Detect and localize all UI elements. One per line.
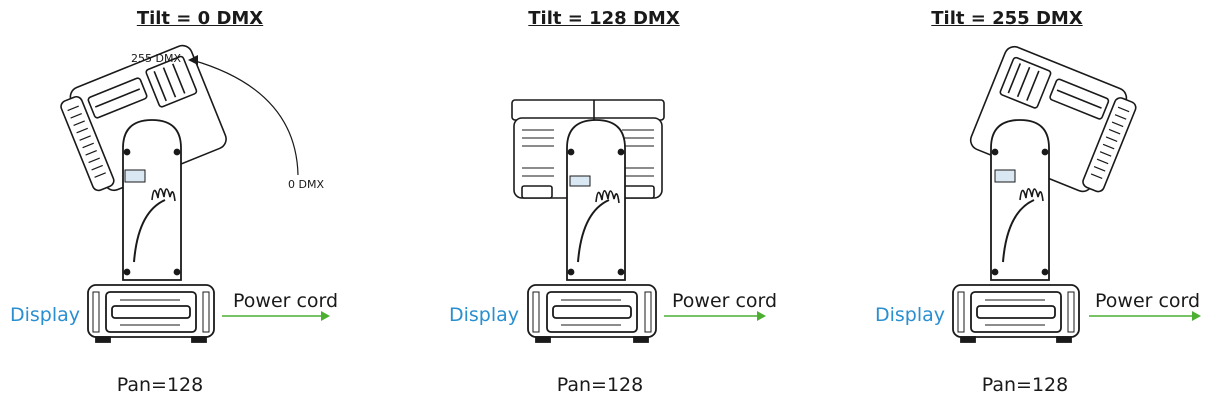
moving-head-fixture-tilt-128 (511, 99, 766, 343)
display-label: Display (10, 304, 81, 326)
moving-head-fixture-tilt-0 (60, 44, 330, 343)
tilt-arc (191, 59, 299, 176)
arc-bottom-label: 0 DMX (288, 178, 324, 191)
panel-title: Tilt = 128 DMX (528, 8, 680, 29)
power-cord-label: Power cord (233, 290, 339, 312)
panel-title: Tilt = 255 DMX (931, 8, 1083, 29)
power-arrowhead-icon (1192, 311, 1201, 321)
pan-value: Pan=128 (981, 374, 1069, 396)
moving-head-fixture-tilt-255 (952, 45, 1201, 343)
display-label: Display (449, 304, 520, 326)
pan-value: Pan=128 (556, 374, 644, 396)
arc-top-label: 255 DMX (131, 52, 181, 65)
panel-title: Tilt = 0 DMX (136, 8, 264, 29)
power-cord-label: Power cord (1095, 290, 1201, 312)
panel-tilt-255: Tilt = 255 DMX Display Power cord Pan=12… (807, 0, 1207, 403)
power-arrowhead-icon (757, 311, 766, 321)
pan-value: Pan=128 (116, 374, 204, 396)
power-cord-label: Power cord (672, 290, 778, 312)
panel-tilt-128: Tilt = 128 DMX Display Power cord Pan=12… (404, 0, 804, 403)
display-label: Display (875, 304, 946, 326)
power-arrowhead-icon (321, 311, 330, 321)
arc-arrowhead-icon (188, 55, 198, 65)
panel-tilt-0: Tilt = 0 DMX 255 DMX 0 DMX Display Power… (0, 0, 400, 403)
